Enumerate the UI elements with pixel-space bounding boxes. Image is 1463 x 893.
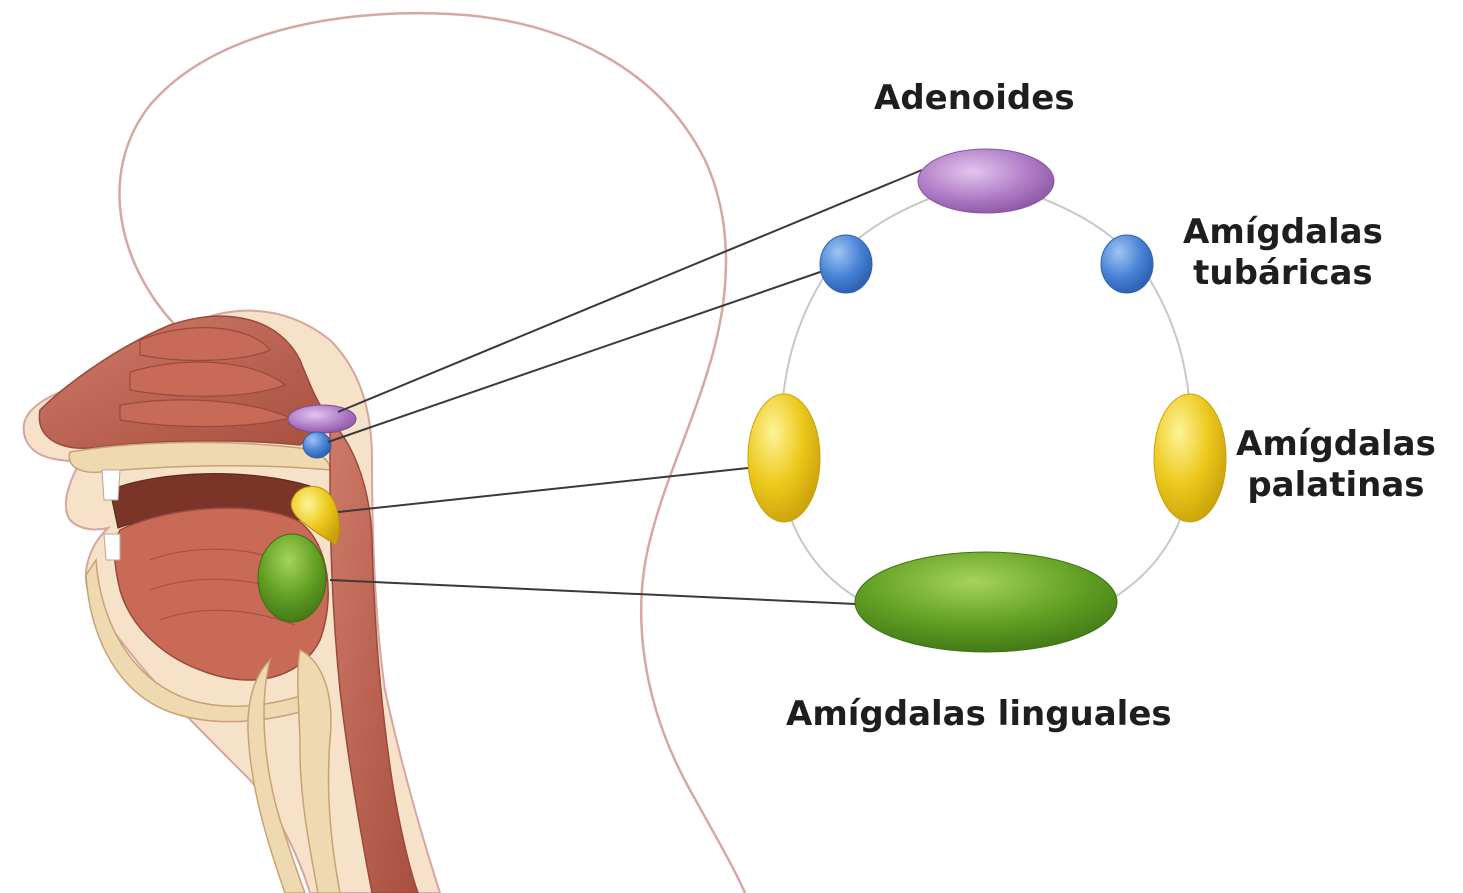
label-tubaricas: Amígdalas tubáricas (1183, 212, 1383, 295)
label-adenoides-text: Adenoides (874, 78, 1075, 119)
label-palatinas-line2: palatinas (1236, 465, 1436, 506)
lingual-tonsil-shape (855, 552, 1117, 652)
label-tubaricas-line1: Amígdalas (1183, 212, 1383, 253)
palatine-tonsil-right-shape (1154, 394, 1226, 522)
label-palatinas-line1: Amígdalas (1236, 424, 1436, 465)
palatine-tonsil-left-shape (748, 394, 820, 522)
leader-adenoides (338, 170, 922, 412)
tubal-tonsil-section (303, 432, 331, 458)
label-linguales-text: Amígdalas linguales (786, 694, 1172, 735)
label-linguales: Amígdalas linguales (786, 694, 1172, 735)
leader-tubaricas (328, 270, 826, 442)
label-palatinas: Amígdalas palatinas (1236, 424, 1436, 507)
tubaric-tonsil-right-shape (1101, 235, 1153, 293)
leader-palatinas (338, 468, 748, 512)
label-tubaricas-line2: tubáricas (1183, 253, 1383, 294)
lingual-tonsil-section (258, 534, 326, 622)
head-section (24, 311, 440, 893)
leader-linguales (330, 580, 856, 604)
adenoides-shape (918, 149, 1054, 213)
tubaric-tonsil-left-shape (820, 235, 872, 293)
label-adenoides: Adenoides (874, 78, 1075, 119)
